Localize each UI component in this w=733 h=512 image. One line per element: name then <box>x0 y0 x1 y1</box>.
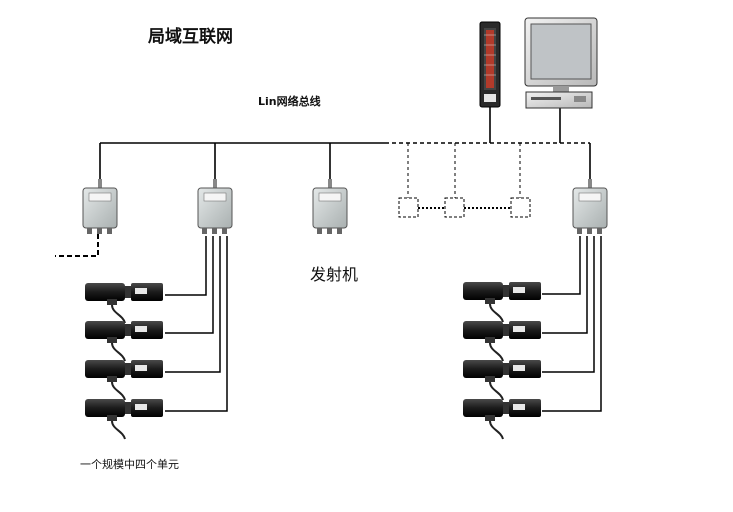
load-cell-left-4 <box>84 398 164 440</box>
load-cell-right-1 <box>462 281 542 323</box>
optional-node-2 <box>444 197 465 218</box>
bus-label: Lin网络总线 <box>258 95 321 108</box>
right-group-wiring <box>542 236 602 412</box>
optional-nodes <box>398 143 531 218</box>
bargraph-indicator <box>479 21 501 108</box>
optional-node-3 <box>510 197 531 218</box>
transmitter-label: 发射机 <box>310 265 359 284</box>
load-cell-right-2 <box>462 320 542 362</box>
unit-caption: 一个规模中四个单元 <box>80 458 179 471</box>
load-cell-right-3 <box>462 359 542 401</box>
junction-box-2 <box>197 178 233 235</box>
lin-bus <box>99 107 591 182</box>
junction-box-1 <box>82 178 118 235</box>
computer-icon <box>524 17 598 109</box>
load-cell-left-2 <box>84 320 164 362</box>
optional-node-1 <box>398 197 419 218</box>
load-cell-left-3 <box>84 359 164 401</box>
load-cell-right-4 <box>462 398 542 440</box>
junction-box-4 <box>572 178 608 235</box>
left-group-wiring <box>165 236 228 412</box>
external-cable <box>55 234 99 257</box>
junction-box-3 <box>312 178 348 235</box>
diagram-title: 局域互联网 <box>148 27 233 47</box>
load-cell-left-1 <box>84 282 164 324</box>
